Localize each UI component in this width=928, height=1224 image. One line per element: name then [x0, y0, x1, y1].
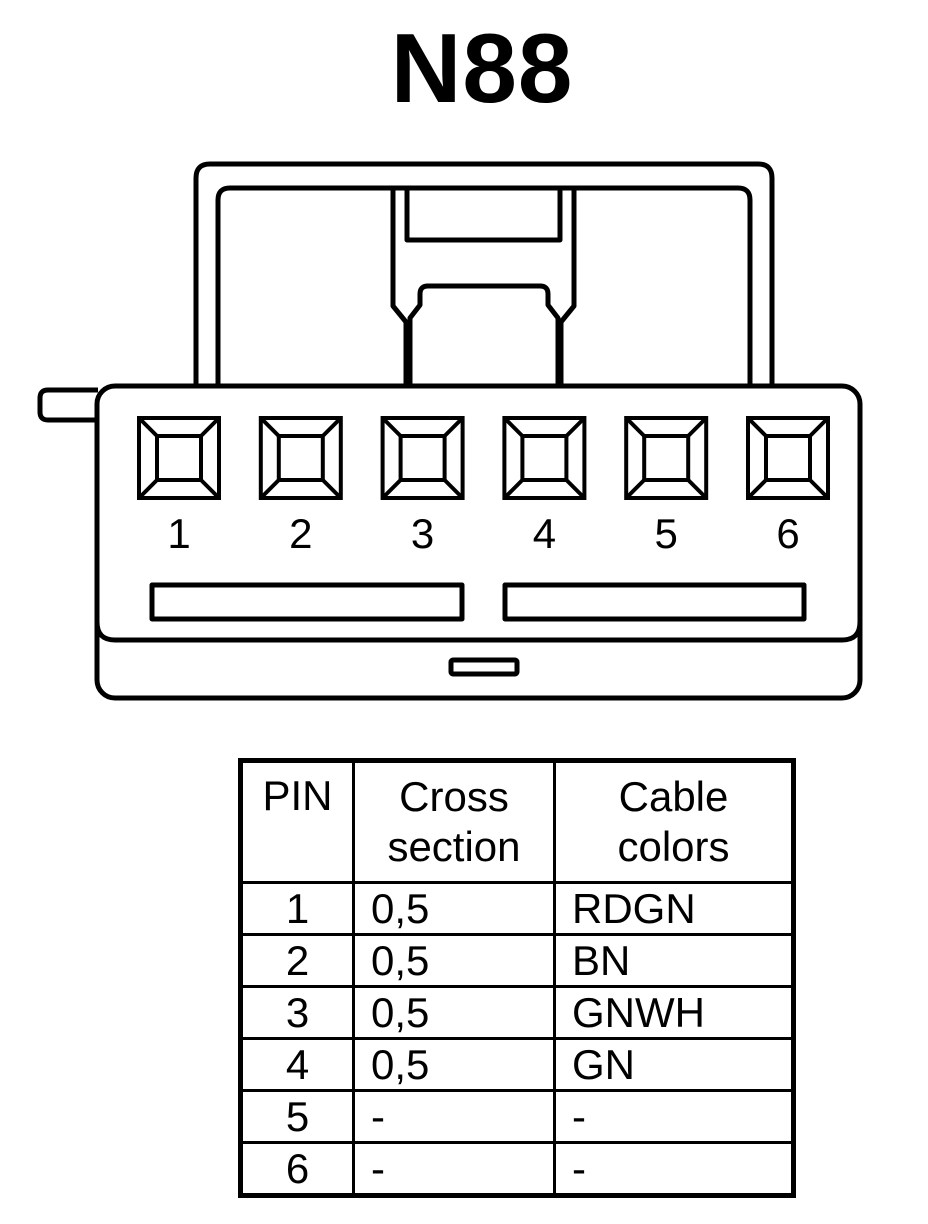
cell-cross-section: 0,5: [352, 985, 556, 1040]
cell-cable-color: BN: [553, 933, 795, 988]
header-pin: PIN: [239, 759, 355, 884]
pin-number-label: 6: [776, 510, 799, 557]
pin-table: PIN Cross section Cable colors 1 0,5 RDG…: [238, 758, 796, 1198]
header-cable-colors: Cable colors: [553, 759, 795, 884]
header-cable-colors-line2: colors: [617, 823, 730, 870]
cell-pin: 3: [239, 985, 355, 1040]
table-row: 6 - -: [239, 1141, 795, 1197]
latch-frame: [193, 161, 775, 386]
locking-tab: [390, 188, 409, 386]
header-cross-section-line1: Cross: [399, 773, 509, 820]
cell-pin: 1: [239, 881, 355, 936]
connector-drawing: 1 2 3 4 5 6: [37, 161, 863, 701]
pin-number-label: 2: [289, 510, 312, 557]
cell-cable-color: RDGN: [553, 881, 795, 936]
cell-cross-section: -: [352, 1089, 556, 1144]
table-header-row: PIN Cross section Cable colors: [239, 759, 795, 884]
cell-pin: 6: [239, 1141, 355, 1197]
cell-cable-color: GNWH: [553, 985, 795, 1040]
header-cross-section: Cross section: [352, 759, 556, 884]
cell-cross-section: 0,5: [352, 881, 556, 936]
pin-number-label: 3: [411, 510, 434, 557]
pin-cavity-6: [746, 416, 830, 500]
side-tab: [37, 387, 98, 423]
header-cross-section-line2: section: [387, 823, 521, 870]
slot-right: [502, 582, 807, 622]
cell-pin: 5: [239, 1089, 355, 1144]
cell-cable-color: -: [553, 1089, 795, 1144]
pin-cavity-3: [380, 416, 465, 500]
connector-title: N88: [390, 13, 574, 123]
table-row: 5 - -: [239, 1089, 795, 1144]
cell-cable-color: GN: [553, 1037, 795, 1092]
slot-left: [149, 582, 465, 622]
table-row: 1 0,5 RDGN: [239, 881, 795, 936]
table-row: 4 0,5 GN: [239, 1037, 795, 1092]
latch-frame-inner: [215, 185, 753, 386]
pin-number-label: 1: [167, 510, 190, 557]
pin-number-label: 4: [533, 510, 556, 557]
pin-cavity-5: [624, 416, 709, 500]
connector-housing: [94, 383, 863, 701]
cell-cross-section: -: [352, 1141, 556, 1197]
table-row: 3 0,5 GNWH: [239, 985, 795, 1040]
header-pin-label: PIN: [262, 772, 333, 819]
header-cable-colors-line1: Cable: [618, 773, 729, 820]
cell-cross-section: 0,5: [352, 1037, 556, 1092]
cell-pin: 4: [239, 1037, 355, 1092]
cell-cross-section: 0,5: [352, 933, 556, 988]
cell-cable-color: -: [553, 1141, 795, 1197]
pin-cavity-2: [258, 416, 343, 500]
pin-cavity-4: [502, 416, 587, 500]
pin-cavity-1: [137, 416, 221, 500]
cell-pin: 2: [239, 933, 355, 988]
table-row: 2 0,5 BN: [239, 933, 795, 988]
key-notch: [448, 657, 520, 677]
pin-number-label: 5: [655, 510, 678, 557]
